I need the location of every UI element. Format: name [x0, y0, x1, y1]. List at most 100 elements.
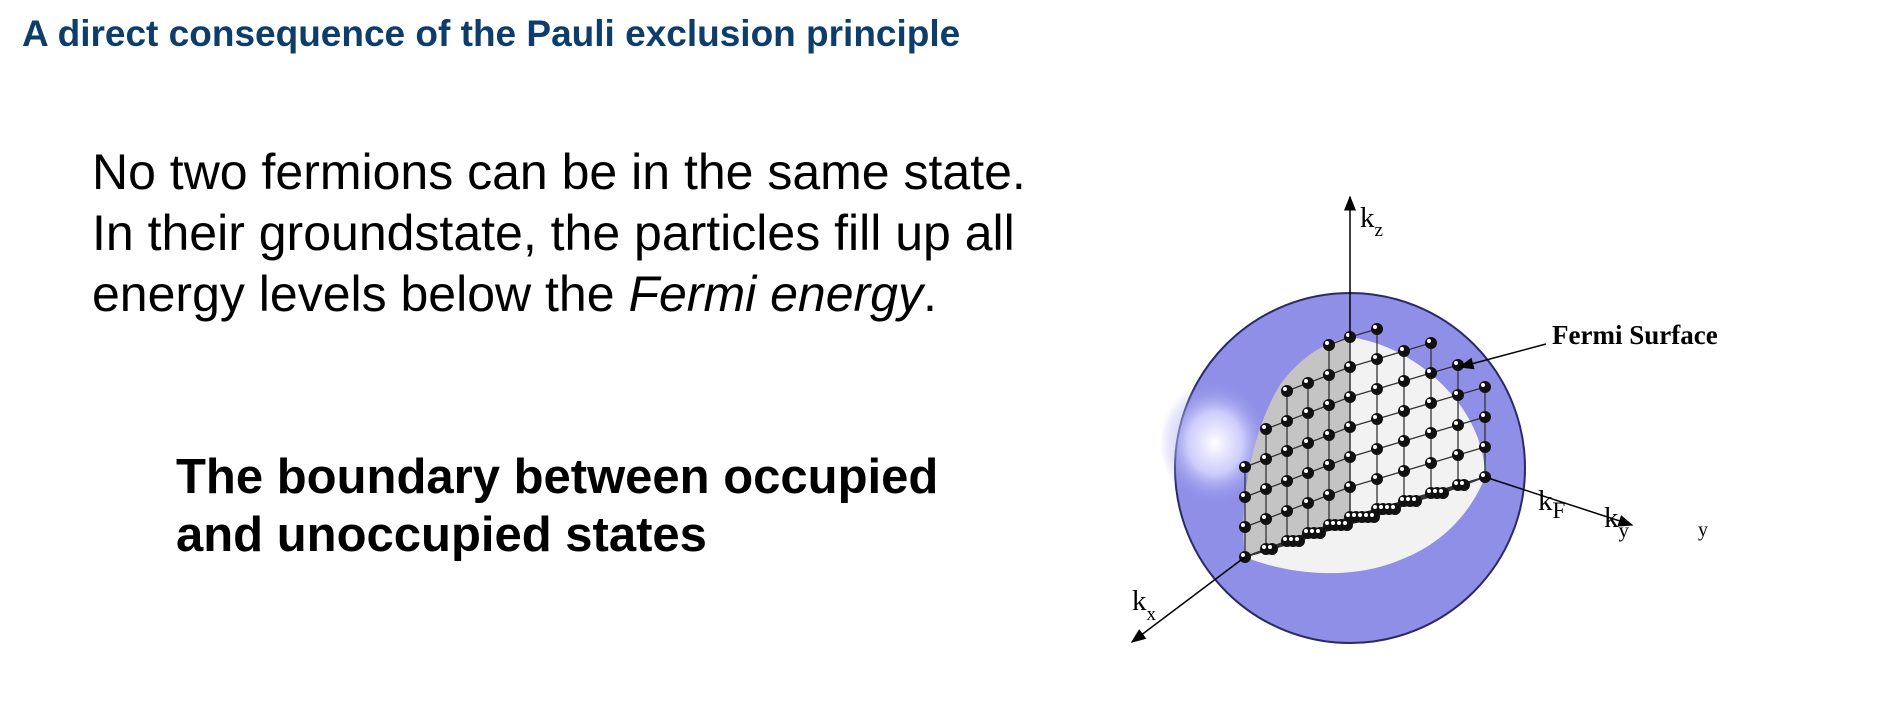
particle-highlight — [1241, 463, 1245, 467]
particle-highlight — [1283, 477, 1287, 481]
particle-highlight — [1295, 537, 1299, 541]
fermion-particle — [1425, 457, 1437, 469]
fermion-particle — [1302, 377, 1314, 389]
particle-highlight — [1454, 391, 1458, 395]
fermion-particle — [1281, 385, 1293, 397]
subheading: The boundary between occupied and unoccu… — [176, 448, 938, 564]
particle-highlight — [1406, 497, 1410, 501]
particle-highlight — [1373, 415, 1377, 419]
fermion-particle — [1371, 413, 1383, 425]
fermion-particle — [1260, 453, 1272, 465]
fermion-particle — [1458, 479, 1470, 491]
fermion-particle — [1389, 503, 1401, 515]
particle-highlight — [1427, 399, 1431, 403]
fermion-particle — [1398, 465, 1410, 477]
fermion-particle — [1371, 323, 1383, 335]
fermion-particle — [1425, 367, 1437, 379]
lattice-particles — [1239, 323, 1491, 563]
particle-highlight — [1481, 383, 1485, 387]
fermi-energy-term: Fermi energy — [628, 266, 923, 322]
subheading-line-1: The boundary between occupied — [176, 450, 939, 504]
particle-highlight — [1304, 379, 1308, 383]
particle-highlight — [1262, 455, 1266, 459]
fermion-particle — [1281, 445, 1293, 457]
particle-highlight — [1412, 497, 1416, 501]
particle-highlight — [1373, 385, 1377, 389]
particle-highlight — [1427, 489, 1431, 493]
particle-highlight — [1373, 505, 1377, 509]
particle-highlight — [1331, 521, 1335, 525]
fermion-particle — [1371, 443, 1383, 455]
particle-highlight — [1241, 553, 1245, 557]
kx-label-k: k — [1132, 585, 1147, 617]
particle-highlight — [1262, 545, 1266, 549]
particle-highlight — [1283, 537, 1287, 541]
stray-y-label: y — [1698, 519, 1708, 541]
particle-highlight — [1346, 393, 1350, 397]
particle-highlight — [1283, 417, 1287, 421]
fermion-particle — [1344, 451, 1356, 463]
particle-highlight — [1373, 445, 1377, 449]
particle-highlight — [1346, 333, 1350, 337]
fermi-sphere-diagram: kz Fermi Surface kF ky y kx — [1130, 195, 1718, 644]
fermion-particle — [1371, 383, 1383, 395]
particle-highlight — [1325, 371, 1329, 375]
body-line-3-suffix: . — [922, 266, 937, 322]
body-line-3-prefix: energy levels below the — [92, 266, 629, 322]
fermion-particle — [1437, 487, 1449, 499]
fermion-particle — [1302, 407, 1314, 419]
kx-label-sub: x — [1147, 604, 1157, 625]
subheading-line-2: and unoccupied states — [176, 508, 707, 562]
ky-label-sub: y — [1619, 518, 1630, 542]
fermion-particle — [1302, 467, 1314, 479]
sphere-highlight — [1160, 381, 1270, 505]
fermion-particle — [1344, 361, 1356, 373]
particle-highlight — [1433, 489, 1437, 493]
particle-highlight — [1325, 491, 1329, 495]
fermion-particle — [1323, 459, 1335, 471]
particle-highlight — [1262, 515, 1266, 519]
fermion-particle — [1239, 461, 1251, 473]
fermion-particle — [1239, 521, 1251, 533]
slide-title: A direct consequence of the Pauli exclus… — [22, 13, 961, 54]
particle-highlight — [1400, 407, 1404, 411]
particle-highlight — [1343, 521, 1347, 525]
particle-highlight — [1385, 505, 1389, 509]
fermi-surface-label: Fermi Surface — [1552, 320, 1718, 350]
fermion-particle — [1479, 411, 1491, 423]
fermion-particle — [1368, 511, 1380, 523]
particle-highlight — [1283, 387, 1287, 391]
particle-highlight — [1373, 355, 1377, 359]
fermion-particle — [1398, 345, 1410, 357]
particle-highlight — [1400, 437, 1404, 441]
fermion-particle — [1260, 513, 1272, 525]
particle-highlight — [1373, 325, 1377, 329]
fermion-particle — [1323, 399, 1335, 411]
fermion-particle — [1344, 391, 1356, 403]
body-line-1: No two fermions can be in the same state… — [92, 144, 1026, 200]
particle-highlight — [1454, 451, 1458, 455]
particle-highlight — [1352, 513, 1356, 517]
fermion-particle — [1281, 505, 1293, 517]
particle-highlight — [1391, 505, 1395, 509]
kf-label-k: k — [1538, 485, 1553, 517]
particle-highlight — [1427, 339, 1431, 343]
fermion-particle — [1302, 437, 1314, 449]
particle-highlight — [1370, 513, 1374, 517]
fermion-particle — [1281, 475, 1293, 487]
particle-highlight — [1304, 529, 1308, 533]
particle-highlight — [1325, 521, 1329, 525]
fermion-particle — [1293, 535, 1305, 547]
fermion-particle — [1302, 497, 1314, 509]
particle-highlight — [1325, 431, 1329, 435]
particle-highlight — [1346, 483, 1350, 487]
kf-label-sub: F — [1553, 498, 1566, 523]
particle-highlight — [1427, 369, 1431, 373]
fermion-particle — [1314, 527, 1326, 539]
fermion-particle — [1260, 483, 1272, 495]
kz-label-k: k — [1360, 202, 1375, 234]
particle-highlight — [1400, 497, 1404, 501]
kf-label: kF — [1538, 485, 1565, 523]
particle-highlight — [1304, 469, 1308, 473]
fermion-particle — [1344, 421, 1356, 433]
